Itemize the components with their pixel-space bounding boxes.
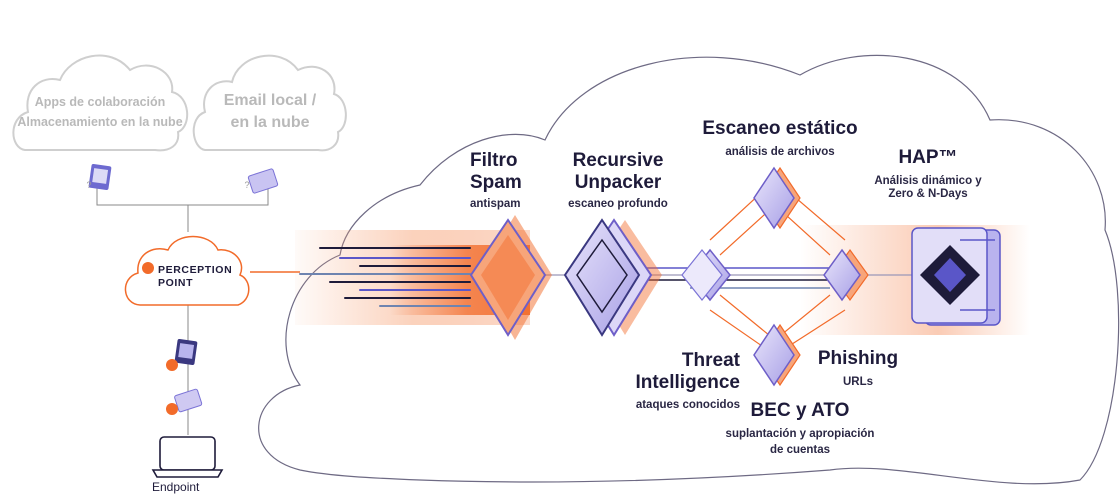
bec-ato-label: BEC y ATO suplantación y apropiación de … (705, 400, 895, 457)
bec-ato-title: BEC y ATO (750, 400, 850, 421)
unknown-document-icon-left (88, 163, 112, 191)
recursive-unpacker-gem (563, 218, 662, 337)
recursive-unpacker-title-2: Unpacker (574, 171, 662, 193)
point-text: POINT (158, 277, 194, 290)
email-cloud-label: Email local / en la nube (200, 92, 340, 133)
threat-intelligence-gem (681, 248, 731, 302)
unknown-mail-icon-right (247, 168, 279, 194)
collab-apps-text: Apps de colaboración (34, 95, 166, 109)
bec-ato-subtitle-2: de cuentas (769, 444, 831, 457)
perception-text: PERCEPTION (158, 264, 233, 276)
phishing-subtitle: URLs (842, 375, 874, 388)
speed-lines (299, 247, 471, 307)
collab-cloud-label: Apps de colaboración Almacenamiento en l… (15, 95, 185, 130)
hap-title: HAP™ (898, 147, 958, 168)
perception-point-logo: PERCEPTION POINT (158, 264, 232, 290)
perception-point-logo-dot (142, 262, 154, 274)
threat-intelligence-title-2: Intelligence (635, 371, 740, 393)
threat-intelligence-title-1: Threat (681, 350, 740, 371)
checked-document-icon-1 (166, 338, 198, 371)
filtro-spam-subtitle: antispam (470, 197, 521, 210)
collab-cloud-outline (12, 54, 188, 152)
recursive-unpacker-subtitle: escaneo profundo (568, 197, 668, 210)
cloud-storage-text: Almacenamiento en la nube (17, 115, 183, 130)
phishing-title: Phishing (817, 348, 899, 369)
threat-intelligence-subtitle: ataques conocidos (635, 398, 740, 411)
escaneo-estatico-gem (753, 166, 801, 230)
source-connector (96, 185, 269, 206)
threat-intelligence-label: Threat Intelligence ataques conocidos (610, 350, 740, 412)
hap-chip-icon (911, 227, 1001, 326)
escaneo-estatico-label: Escaneo estático análisis de archivos (690, 118, 870, 159)
escaneo-estatico-title: Escaneo estático (702, 118, 858, 139)
hap-subtitle-1: Análisis dinámico y (874, 174, 982, 187)
bec-ato-gem (753, 323, 801, 387)
phishing-gem (823, 248, 869, 302)
unknown-mark-right: ? (244, 180, 250, 190)
email-cloud-text: en la nube (230, 114, 310, 132)
email-local-text: Email local / (223, 92, 317, 109)
hap-subtitle-2: Zero & N-Days (888, 188, 968, 201)
recursive-unpacker-title-1: Recursive (572, 150, 664, 171)
phishing-label: Phishing URLs (808, 348, 908, 389)
filtro-spam-label: Filtro Spam antispam (470, 150, 540, 211)
hap-label: HAP™ Análisis dinámico y Zero & N-Days (858, 147, 998, 201)
escaneo-estatico-subtitle: análisis de archivos (725, 145, 835, 158)
endpoint-label: Endpoint (152, 480, 200, 494)
recursive-unpacker-label: Recursive Unpacker escaneo profundo (558, 150, 678, 211)
checked-mail-icon-2 (166, 388, 203, 415)
laptop-icon (151, 436, 224, 478)
filtro-spam-title-2: Spam (470, 171, 522, 193)
unknown-mark-left: ? (86, 180, 92, 190)
filtro-spam-gem (469, 215, 552, 340)
email-cloud-outline (192, 54, 347, 152)
perception-point-cloud (124, 235, 250, 306)
filtro-spam-title-1: Filtro (470, 150, 518, 171)
bec-ato-subtitle-1: suplantación y apropiación (725, 427, 875, 440)
